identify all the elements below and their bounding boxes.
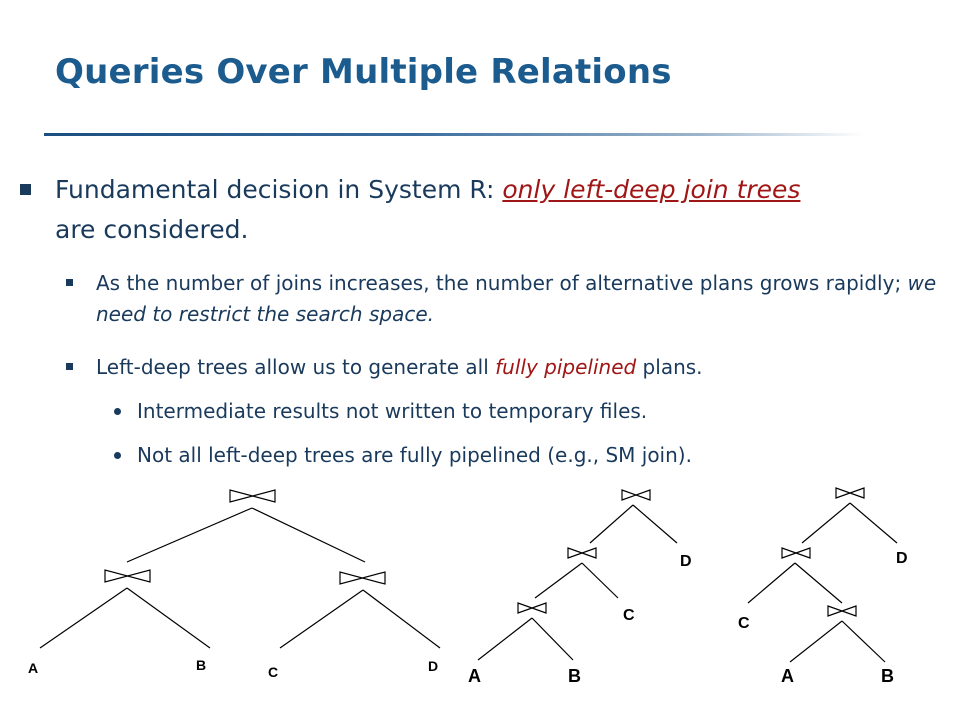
leaf-label: C (268, 664, 278, 680)
round-bullet-icon (114, 408, 121, 415)
sub-bullet-1-text: As the number of joins increases, the nu… (96, 268, 946, 330)
leaf-label: C (738, 615, 750, 632)
square-bullet-icon (66, 363, 73, 370)
leaf-label: A (28, 660, 38, 676)
slide-title: Queries Over Multiple Relations (55, 52, 672, 92)
join-icon (517, 602, 547, 614)
join-icon (229, 489, 276, 503)
non-pipelined-join-tree (747, 487, 898, 663)
sub-bullet-2-post: plans. (636, 355, 703, 379)
join-icon (835, 487, 865, 499)
square-bullet-icon (20, 184, 31, 195)
leaf-label: D (428, 658, 438, 674)
join-icon (339, 571, 386, 585)
main-bullet-pre: Fundamental decision in System R: (55, 175, 503, 204)
square-bullet-icon (66, 279, 73, 286)
leaf-label: B (881, 666, 894, 686)
main-bullet: Fundamental decision in System R: only l… (20, 170, 940, 254)
join-icon (621, 489, 651, 501)
sub-sub-bullet-1: Intermediate results not written to temp… (114, 396, 934, 427)
title-underline (44, 133, 864, 136)
left-deep-join-tree (477, 489, 678, 661)
sub-bullet-2-text: Left-deep trees allow us to generate all… (96, 352, 946, 383)
main-bullet-text: Fundamental decision in System R: only l… (55, 170, 945, 250)
sub-bullet-2-pre: Left-deep trees allow us to generate all (96, 355, 496, 379)
sub-sub-bullet-2-text: Not all left-deep trees are fully pipeli… (137, 443, 692, 467)
sub-sub-bullet-1-text: Intermediate results not written to temp… (137, 399, 648, 423)
leaf-label: A (781, 666, 794, 686)
join-icon (567, 547, 597, 559)
leaf-label: B (568, 666, 581, 686)
sub-bullet-2: Left-deep trees allow us to generate all… (66, 352, 946, 383)
join-icon (827, 605, 857, 617)
bushy-join-tree (39, 489, 441, 649)
join-icon (781, 547, 811, 559)
round-bullet-icon (114, 452, 121, 459)
sub-bullet-2-emphasis: fully pipelined (495, 355, 637, 379)
sub-sub-bullet-2: Not all left-deep trees are fully pipeli… (114, 440, 934, 471)
main-bullet-emphasis: only left-deep join trees (502, 175, 801, 204)
leaf-label: D (680, 553, 692, 570)
join-icon (104, 569, 151, 583)
leaf-label: A (468, 666, 481, 686)
main-bullet-line2: are considered. (55, 215, 249, 244)
leaf-label: D (896, 550, 908, 567)
sub-bullet-1-emphasis: we need to restrict the search space. (96, 271, 937, 326)
sub-bullet-1-pre: As the number of joins increases, the nu… (96, 271, 908, 295)
leaf-label: C (623, 607, 635, 624)
leaf-label: B (196, 657, 206, 673)
sub-bullet-1: As the number of joins increases, the nu… (66, 268, 946, 330)
